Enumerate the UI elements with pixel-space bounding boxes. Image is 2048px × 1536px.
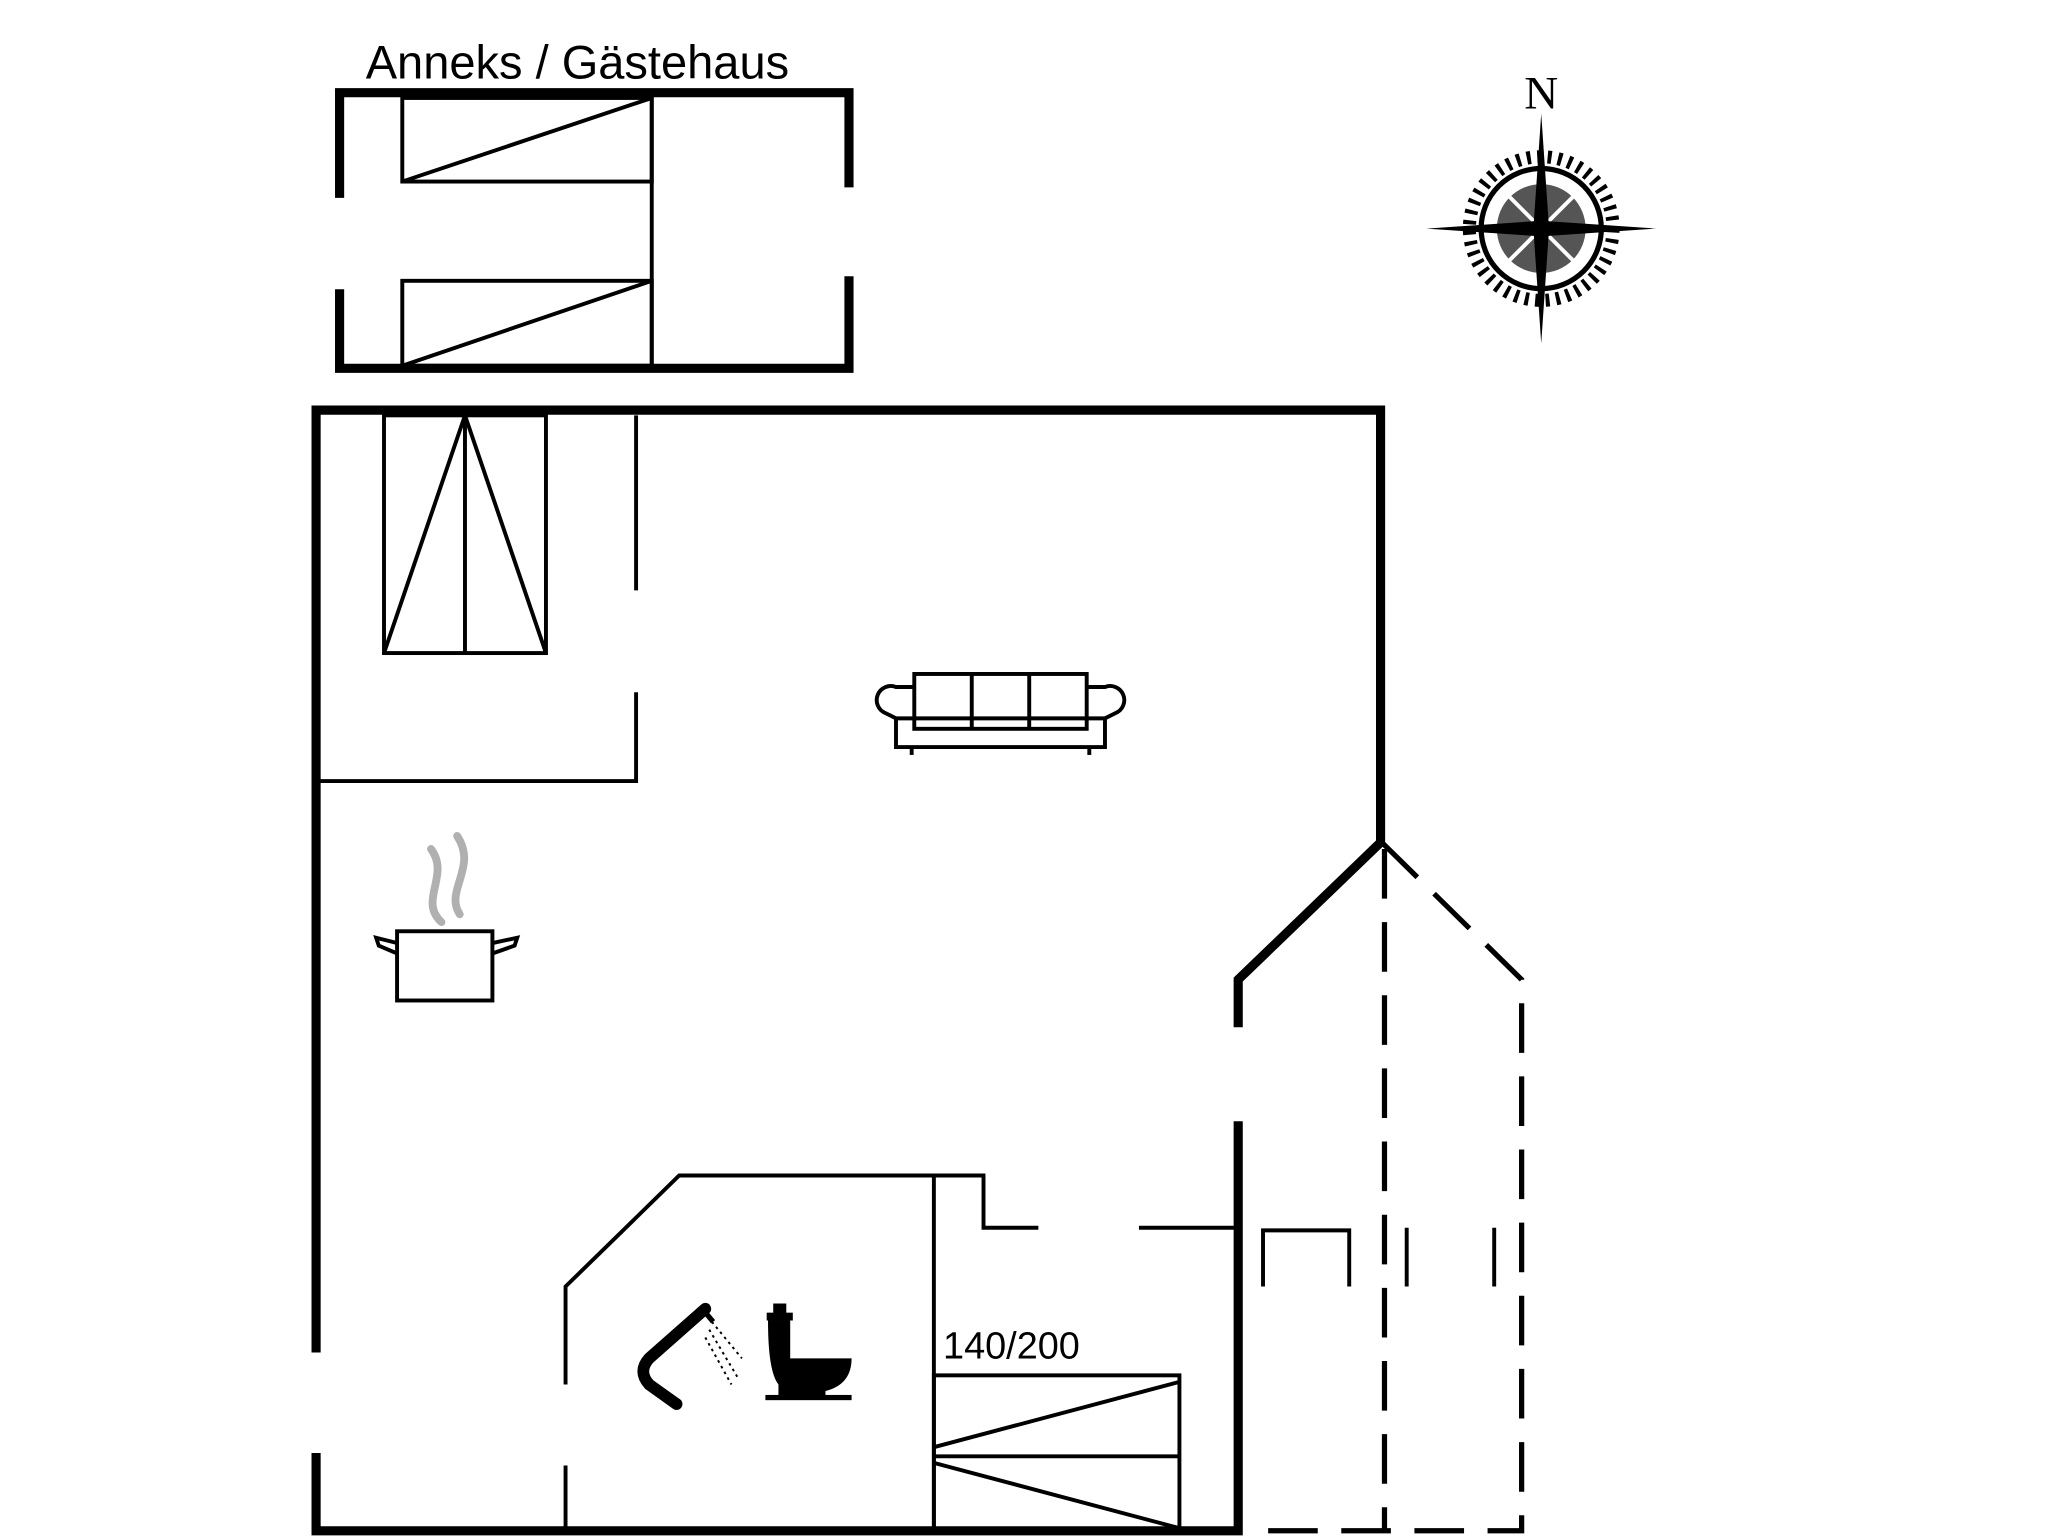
- sofa-icon: [874, 671, 1127, 755]
- bed-icon: [400, 278, 654, 368]
- shower-icon: [637, 1302, 743, 1410]
- bed-size-label: 140/200: [943, 1325, 1080, 1367]
- bunk-bed-icon: [382, 413, 548, 656]
- main-house: 140/200: [311, 405, 1525, 1536]
- bed-icon: 140/200: [931, 1325, 1182, 1533]
- bed-icon: [400, 96, 654, 184]
- cooking-pot-icon: [373, 831, 521, 1003]
- annex: Anneks / Gästehaus: [335, 35, 854, 373]
- compass-north-label: N: [1524, 67, 1558, 119]
- annex-label: Anneks / Gästehaus: [366, 35, 789, 88]
- toilet-icon: [765, 1303, 852, 1401]
- compass-rose-icon: N: [1426, 67, 1657, 344]
